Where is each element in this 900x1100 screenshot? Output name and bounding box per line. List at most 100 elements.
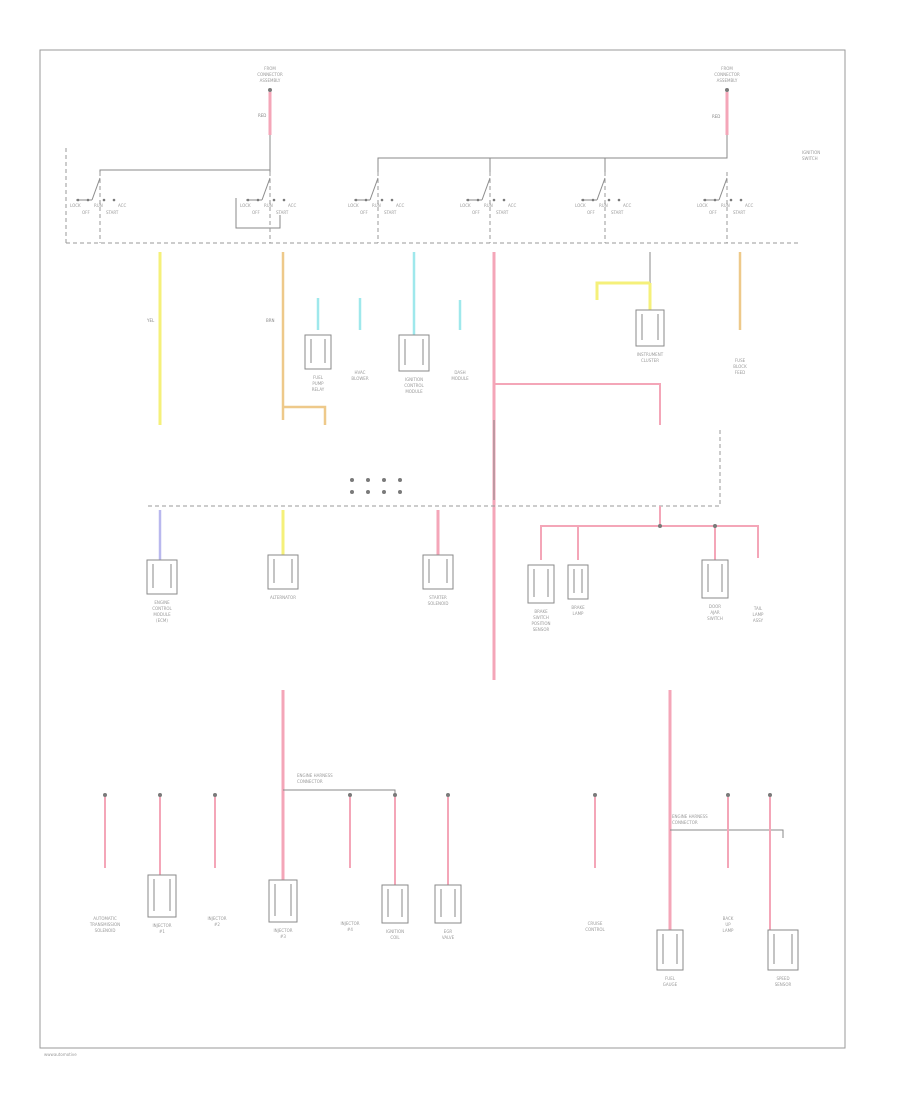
connector-dot [348,793,352,797]
component-label-line: TAIL [753,606,763,611]
splice-dot [382,490,386,494]
component-label-line: LAMP [573,611,585,616]
contact-blade [718,177,728,201]
feed-line [99,135,271,172]
footer-mark: wwwautomotive [44,1052,77,1057]
harness-label-line: ENGINE HARNESS [672,814,708,819]
connector-dot [213,793,217,797]
switch-position-label: LOCK [240,203,251,208]
component-label-line: BRAKE [571,605,585,610]
component-label-line: IGNITION [386,929,404,934]
corner-label-line: SWITCH [802,156,818,161]
splice-dot [366,478,370,482]
component-label-line: IGNITION [405,377,423,382]
contact-point [364,198,368,202]
component-label-line: BRAKE [534,609,548,614]
contact-point [502,198,506,202]
component-label-line: GAUGE [663,982,678,987]
component-label-line: UP [725,922,731,927]
component-label-line: SOLENOID [95,928,116,933]
contact-point [282,198,286,202]
switch-position-label: OFF [82,210,90,215]
component-label-line: ENGINE [154,600,170,605]
bottom-feeds [281,690,784,930]
connector-dot [103,793,107,797]
component-label-line: COIL [390,935,400,940]
connector-dot [768,793,772,797]
connector-dot [268,88,272,92]
component-label-line: CRUISE [588,921,603,926]
contact-point [617,198,621,202]
switch-position-label: LOCK [348,203,359,208]
component-box [701,559,729,599]
switch-position-label: START [733,210,746,215]
switch-position-label: LOCK [70,203,81,208]
contact-blade [596,177,606,201]
splice-dot [658,524,662,528]
diagram-frame [39,49,846,1049]
connector-dot [726,793,730,797]
component-label-line: CONTROL [404,383,424,388]
component-label-line: SENSOR [533,627,550,632]
component-label-line: RELAY [312,387,325,392]
contact-point [476,198,480,202]
component-label-line: SOLENOID [428,601,449,606]
component-box [567,564,589,600]
corner-label-line: IGNITION [802,150,820,155]
contact-blade [369,177,379,201]
source-label-line: ASSEMBLY [717,78,738,83]
component-label-line: SPEED [776,976,789,981]
switch-position-label: ACC [396,203,404,208]
harness-label-line: ENGINE HARNESS [297,773,333,778]
switch-position-label: LOCK [575,203,586,208]
jumper-line [235,198,281,229]
switch-position-label: START [384,210,397,215]
component-label-line: #4 [347,927,353,932]
component-box [147,874,177,918]
wire-code: RED [258,113,266,118]
contact-blade [91,177,101,201]
connector-dot [446,793,450,797]
contact-point [246,198,250,202]
source-label-line: FROM [264,66,276,71]
component-label-line: BLOCK [733,364,747,369]
source-label-line: FROM [721,66,733,71]
contact-point [354,198,358,202]
component-box [422,554,454,590]
component: INJECTOR#4 [340,921,359,932]
switch-position-label: ACC [745,203,753,208]
component-label-line: #3 [280,934,286,939]
switch-position-label: RUN [94,203,103,208]
source-label-line: ASSEMBLY [260,78,281,83]
component-label-line: INSTRUMENT [637,352,664,357]
top-source-left: FROM CONNECTOR ASSEMBLY RED [257,66,283,135]
wire-pink [540,525,759,560]
component: INJECTOR#3 [268,879,298,939]
component-label-line: FUSE [735,358,746,363]
switch-position-label: START [496,210,509,215]
component-label-line: VALVE [442,935,455,940]
contact-point [112,198,116,202]
component-label-line: MODULE [405,389,423,394]
source-label-line: CONNECTOR [257,72,283,77]
switch-position-label: ACC [508,203,516,208]
contact-point [739,198,743,202]
wire-yellow [595,281,650,300]
component-box [767,929,799,971]
component-label-line: BACK [723,916,734,921]
splice-dot [350,478,354,482]
